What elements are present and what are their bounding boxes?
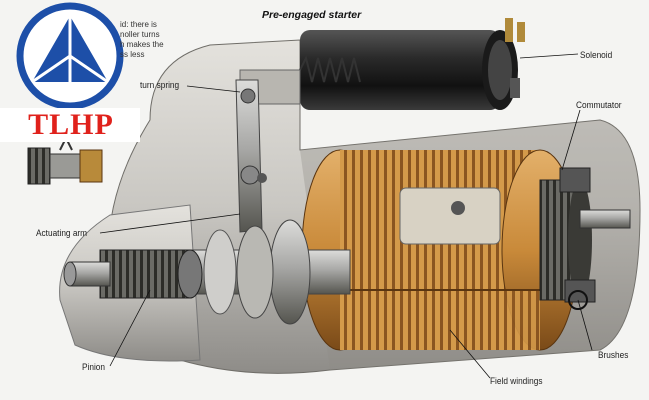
label-commutator: Commutator (576, 100, 622, 110)
label-pinion: Pinion (82, 362, 106, 372)
label-actuating-arm: Actuating arm (36, 228, 88, 238)
clutch-inset-illustration (27, 135, 103, 185)
label-solenoid: Solenoid (580, 50, 613, 60)
label-field-windings: Field windings (490, 376, 543, 386)
tlhp-logo (0, 2, 140, 142)
label-brushes: Brushes (598, 350, 629, 360)
label-return-spring: turn spring (140, 80, 180, 90)
diagram-title: Pre-engaged starter (262, 9, 362, 21)
logo-text: TLHP (28, 108, 114, 141)
